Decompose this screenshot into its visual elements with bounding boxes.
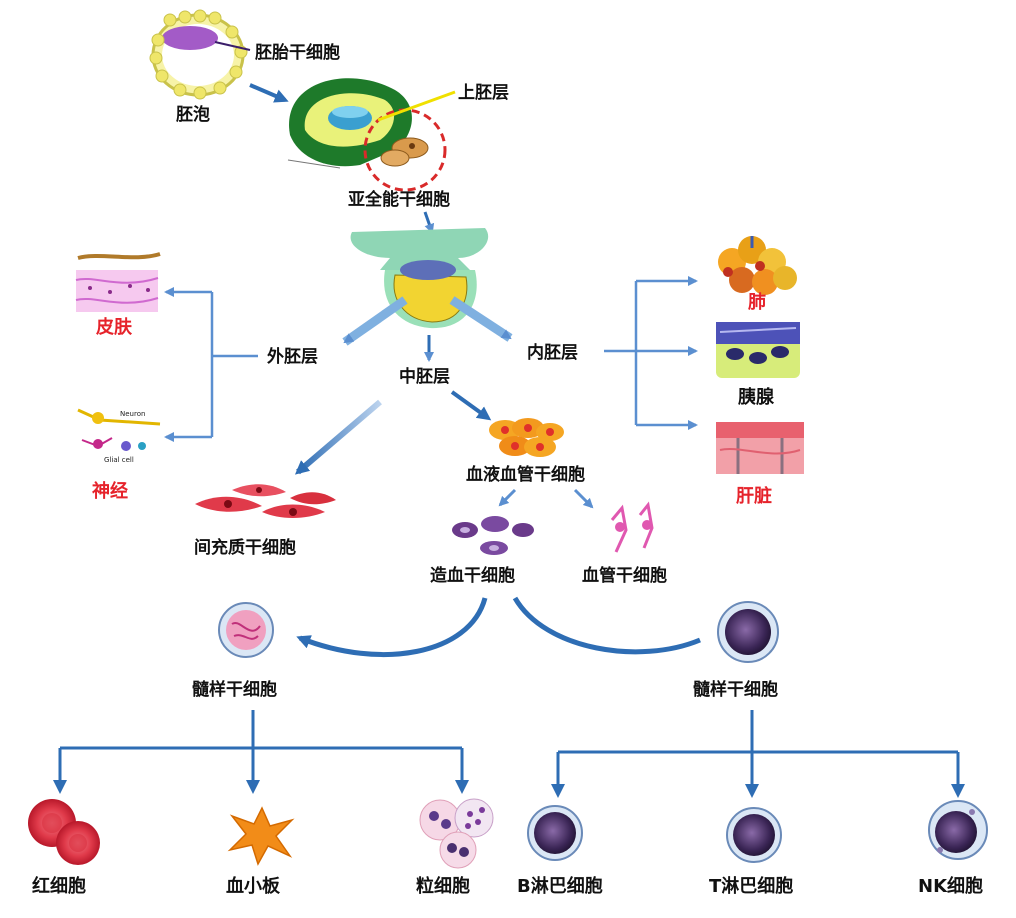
label-neuron: Neuron [120, 410, 145, 418]
lung-illustration [718, 236, 797, 295]
label-hematopoietic: 造血干细胞 [430, 565, 515, 586]
platelet-illustration [227, 806, 295, 866]
label-blastocyst: 胚泡 [176, 104, 210, 125]
vascular-cells-illustration [610, 501, 654, 553]
label-platelet: 血小板 [226, 875, 281, 897]
label-lung: 肺 [748, 292, 766, 313]
myeloid-left-cell [218, 602, 274, 658]
label-sub-totipotent: 亚全能干细胞 [348, 189, 450, 210]
hematopoietic-cells-illustration [452, 516, 534, 555]
label-ectoderm: 外胚层 [267, 346, 318, 367]
nk-cell-illustration [928, 800, 988, 860]
label-glial: Glial cell [104, 456, 134, 464]
label-liver: 肝脏 [736, 485, 772, 507]
arrow-to-ectoderm [342, 296, 408, 346]
ectoderm-bracket [164, 287, 258, 442]
label-epiblast: 上胚层 [458, 83, 509, 103]
liver-illustration [716, 422, 804, 474]
b-cell-illustration [527, 805, 583, 861]
label-myeloid-left: 髓样干细胞 [192, 679, 277, 700]
t-cell-illustration [726, 807, 782, 863]
label-nerve: 神经 [92, 480, 128, 502]
label-mesoderm: 中胚层 [399, 366, 450, 387]
skin-illustration [75, 252, 161, 312]
label-myeloid-right: 髓样干细胞 [693, 679, 778, 700]
myeloid-left-tree [53, 710, 469, 794]
mesenchymal-cells-illustration [195, 484, 336, 518]
arrow-to-vascular [573, 488, 594, 509]
label-nk-cell: NK细胞 [918, 875, 983, 897]
label-b-cell: B淋巴细胞 [517, 875, 603, 897]
arrow-to-hematopoietic [498, 488, 517, 507]
rbc-illustration [28, 799, 100, 865]
endoderm-bracket [604, 276, 698, 430]
label-rbc: 红细胞 [32, 875, 86, 897]
myeloid-right-tree [551, 710, 965, 798]
label-granulocyte: 粒细胞 [416, 875, 470, 897]
hemangioblast-illustration [489, 418, 564, 457]
label-pancreas: 胰腺 [737, 386, 775, 408]
granulocyte-illustration [419, 798, 494, 869]
arrow-blastocyst-to-embryo [249, 83, 289, 103]
arrow-to-gastrula [423, 211, 435, 234]
myeloid-right-cell [717, 601, 779, 663]
arrow-to-myeloid-right [512, 596, 701, 655]
label-vascular: 血管干细胞 [582, 565, 667, 586]
sub-totipotent-cells-illustration [380, 137, 429, 167]
gastrula-illustration [350, 228, 489, 329]
arrow-to-mesenchymal [294, 399, 382, 475]
label-hemangioblast: 血液血管干细胞 [466, 464, 585, 485]
label-t-cell: T淋巴细胞 [709, 875, 793, 897]
pancreas-illustration [716, 322, 800, 378]
embryo-illustration [287, 78, 412, 169]
label-skin: 皮肤 [96, 316, 133, 338]
arrow-to-hemangioblast [450, 390, 492, 421]
pointer-epiblast [377, 90, 456, 122]
blastocyst-illustration [149, 9, 251, 100]
label-endoderm: 内胚层 [527, 342, 578, 363]
arrow-to-endoderm [449, 296, 513, 342]
label-mesenchymal: 间充质干细胞 [194, 537, 296, 558]
nerve-illustration: Neuron Glial cell [77, 408, 161, 464]
arrow-to-myeloid-left [296, 597, 488, 657]
label-embryonic-stem-cell: 胚胎干细胞 [255, 42, 340, 63]
